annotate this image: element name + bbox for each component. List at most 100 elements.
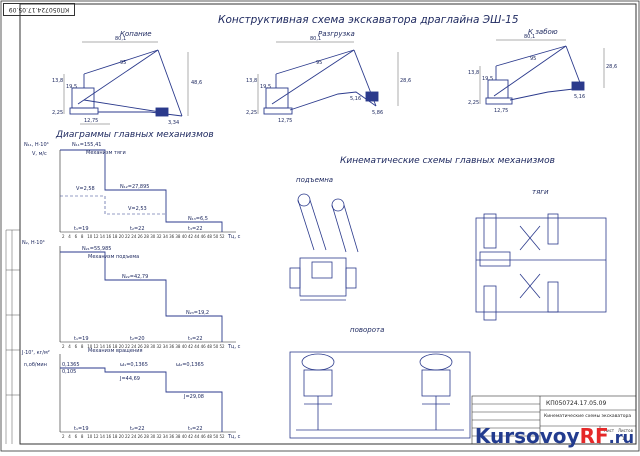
chart2-tick: 14 bbox=[99, 344, 105, 349]
chart3-tick: 18 bbox=[112, 434, 118, 439]
chart3-yunit: n,об/мин bbox=[24, 362, 47, 368]
title-block bbox=[471, 395, 637, 445]
chart2-tick: 12 bbox=[93, 344, 99, 349]
title-block-name: Кинематические схемы экскаватора bbox=[544, 414, 632, 419]
chart2-tick: 8 bbox=[80, 344, 84, 349]
chart1-yaxis: N₁₁, Н·10⁴ bbox=[24, 142, 49, 148]
kin-lift bbox=[289, 193, 359, 301]
chart1-tick: 6 bbox=[74, 234, 78, 239]
chart2-tick: 20 bbox=[118, 344, 124, 349]
chart2-tick: 44 bbox=[194, 344, 200, 349]
kinematic-title: Кинематические схемы главных механизмов bbox=[340, 156, 555, 166]
chart1-tick: 34 bbox=[162, 234, 168, 239]
left-margin-strip bbox=[5, 229, 20, 444]
chart2-tick: 42 bbox=[188, 344, 194, 349]
kin-swing bbox=[289, 351, 471, 439]
watermark-main: Kursovoy bbox=[474, 424, 580, 448]
kin-drag bbox=[475, 213, 607, 321]
watermark-tld: .ru bbox=[608, 428, 634, 447]
dim-digging-h2: 19,5 bbox=[66, 84, 78, 90]
inner-frame bbox=[19, 3, 637, 445]
chart3-tick: 44 bbox=[194, 434, 200, 439]
chart2-tick: 52 bbox=[219, 344, 225, 349]
chart3-tick: 26 bbox=[137, 434, 143, 439]
chart3-tick: 16 bbox=[106, 434, 112, 439]
chart1-tick: 2 bbox=[62, 234, 65, 239]
chart3-yaxis: J·10⁷, кг/м² bbox=[22, 350, 50, 356]
scheme-label-unloading: Разгрузка bbox=[318, 30, 355, 38]
chart2-tick: 32 bbox=[156, 344, 162, 349]
dim-digging-base: 12,75 bbox=[84, 118, 99, 124]
scheme-label-digging: Копание bbox=[120, 30, 152, 38]
dim-face-length: 80,1 bbox=[524, 34, 536, 40]
kin-label-swing: поворота bbox=[350, 326, 385, 334]
chart2-n23: N₂₃=19,2 bbox=[186, 310, 210, 316]
chart1-tick: 22 bbox=[125, 234, 131, 239]
chart3-tick: 36 bbox=[169, 434, 175, 439]
chart2-tick: 34 bbox=[162, 344, 168, 349]
chart3-w1: ω₁=0,1365 bbox=[120, 362, 148, 368]
dim-unloading-h3: 2,25 bbox=[246, 110, 258, 116]
chart1-tick: 32 bbox=[156, 234, 162, 239]
chart3-tick: 52 bbox=[219, 434, 225, 439]
dim-digging-boom: 95 bbox=[120, 60, 127, 66]
chart1-tick: 52 bbox=[219, 234, 225, 239]
chart1-tick: 4 bbox=[68, 234, 71, 239]
chart2-tick: 50 bbox=[213, 344, 219, 349]
chart3-tick: 24 bbox=[131, 434, 137, 439]
chart1-yunit: V, м/с bbox=[32, 151, 47, 157]
chart1-tick: 18 bbox=[112, 234, 118, 239]
chart1-tick: 30 bbox=[150, 234, 156, 239]
chart1-tick: 44 bbox=[194, 234, 200, 239]
chart1-tick: 8 bbox=[80, 234, 84, 239]
title-block-count: 1 bbox=[622, 436, 625, 441]
dim-unloading-height: 28,6 bbox=[400, 78, 412, 84]
dim-digging-length: 80,1 bbox=[115, 36, 127, 42]
dim-face-h1: 13,8 bbox=[468, 70, 480, 76]
chart-swing bbox=[59, 354, 236, 433]
chart1-n11: N₁₁=155,41 bbox=[72, 142, 102, 148]
chart2-tick: 18 bbox=[112, 344, 118, 349]
dim-unloading-length: 80,1 bbox=[310, 36, 322, 42]
chart1-tick: 16 bbox=[106, 234, 112, 239]
chart1-t3: t₃=22 bbox=[188, 226, 203, 232]
chart1-tick: 42 bbox=[188, 234, 194, 239]
kin-label-lift: подъемна bbox=[296, 176, 334, 184]
dim-unloading-d1: 5,16 bbox=[350, 96, 362, 102]
diagrams-title: Диаграммы главных механизмов bbox=[56, 130, 214, 140]
title-block-sheet: Лист bbox=[604, 428, 615, 433]
chart1-v2: V=2,53 bbox=[128, 206, 147, 212]
chart3-tick: 8 bbox=[80, 434, 84, 439]
kin-label-drag: тяги bbox=[532, 188, 549, 196]
dim-face-base: 12,75 bbox=[494, 108, 509, 114]
watermark: KursovoyRF.ru bbox=[475, 424, 634, 448]
chart3-tick: 34 bbox=[162, 434, 168, 439]
chart3-xaxis: Tц, с bbox=[228, 434, 241, 440]
chart2-tick: 4 bbox=[68, 344, 71, 349]
chart2-tick: 28 bbox=[143, 344, 149, 349]
title-block-code: КП050724.17.05.09 bbox=[546, 400, 607, 407]
chart1-tick: 12 bbox=[93, 234, 99, 239]
dim-unloading-d2: 5,86 bbox=[372, 110, 384, 116]
chart2-xaxis: Tц, с bbox=[228, 344, 241, 350]
dim-digging-bucket: 3,34 bbox=[168, 120, 180, 126]
chart3-t3: t₃=22 bbox=[188, 426, 203, 432]
chart1-t2: t₂=22 bbox=[130, 226, 145, 232]
dim-face-boom: 95 bbox=[530, 56, 537, 62]
scheme-unloading bbox=[257, 41, 399, 115]
chart3-t2: t₂=22 bbox=[130, 426, 145, 432]
chart3-j1: J=44,69 bbox=[120, 376, 140, 382]
chart3-w-a: 0,1365 bbox=[62, 362, 80, 368]
dim-unloading-base: 12,75 bbox=[278, 118, 293, 124]
chart3-w-b: 0,105 bbox=[62, 369, 77, 375]
chart2-n22: N₂₂=42,79 bbox=[122, 274, 149, 280]
chart2-tick: 46 bbox=[200, 344, 206, 349]
dim-unloading-boom: 95 bbox=[316, 60, 323, 66]
chart2-n21: N₂₁=55,985 bbox=[82, 246, 112, 252]
chart2-tick: 38 bbox=[175, 344, 181, 349]
chart2-tick: 26 bbox=[137, 344, 143, 349]
chart3-tick: 10 bbox=[87, 434, 93, 439]
chart1-tick: 10 bbox=[87, 234, 93, 239]
